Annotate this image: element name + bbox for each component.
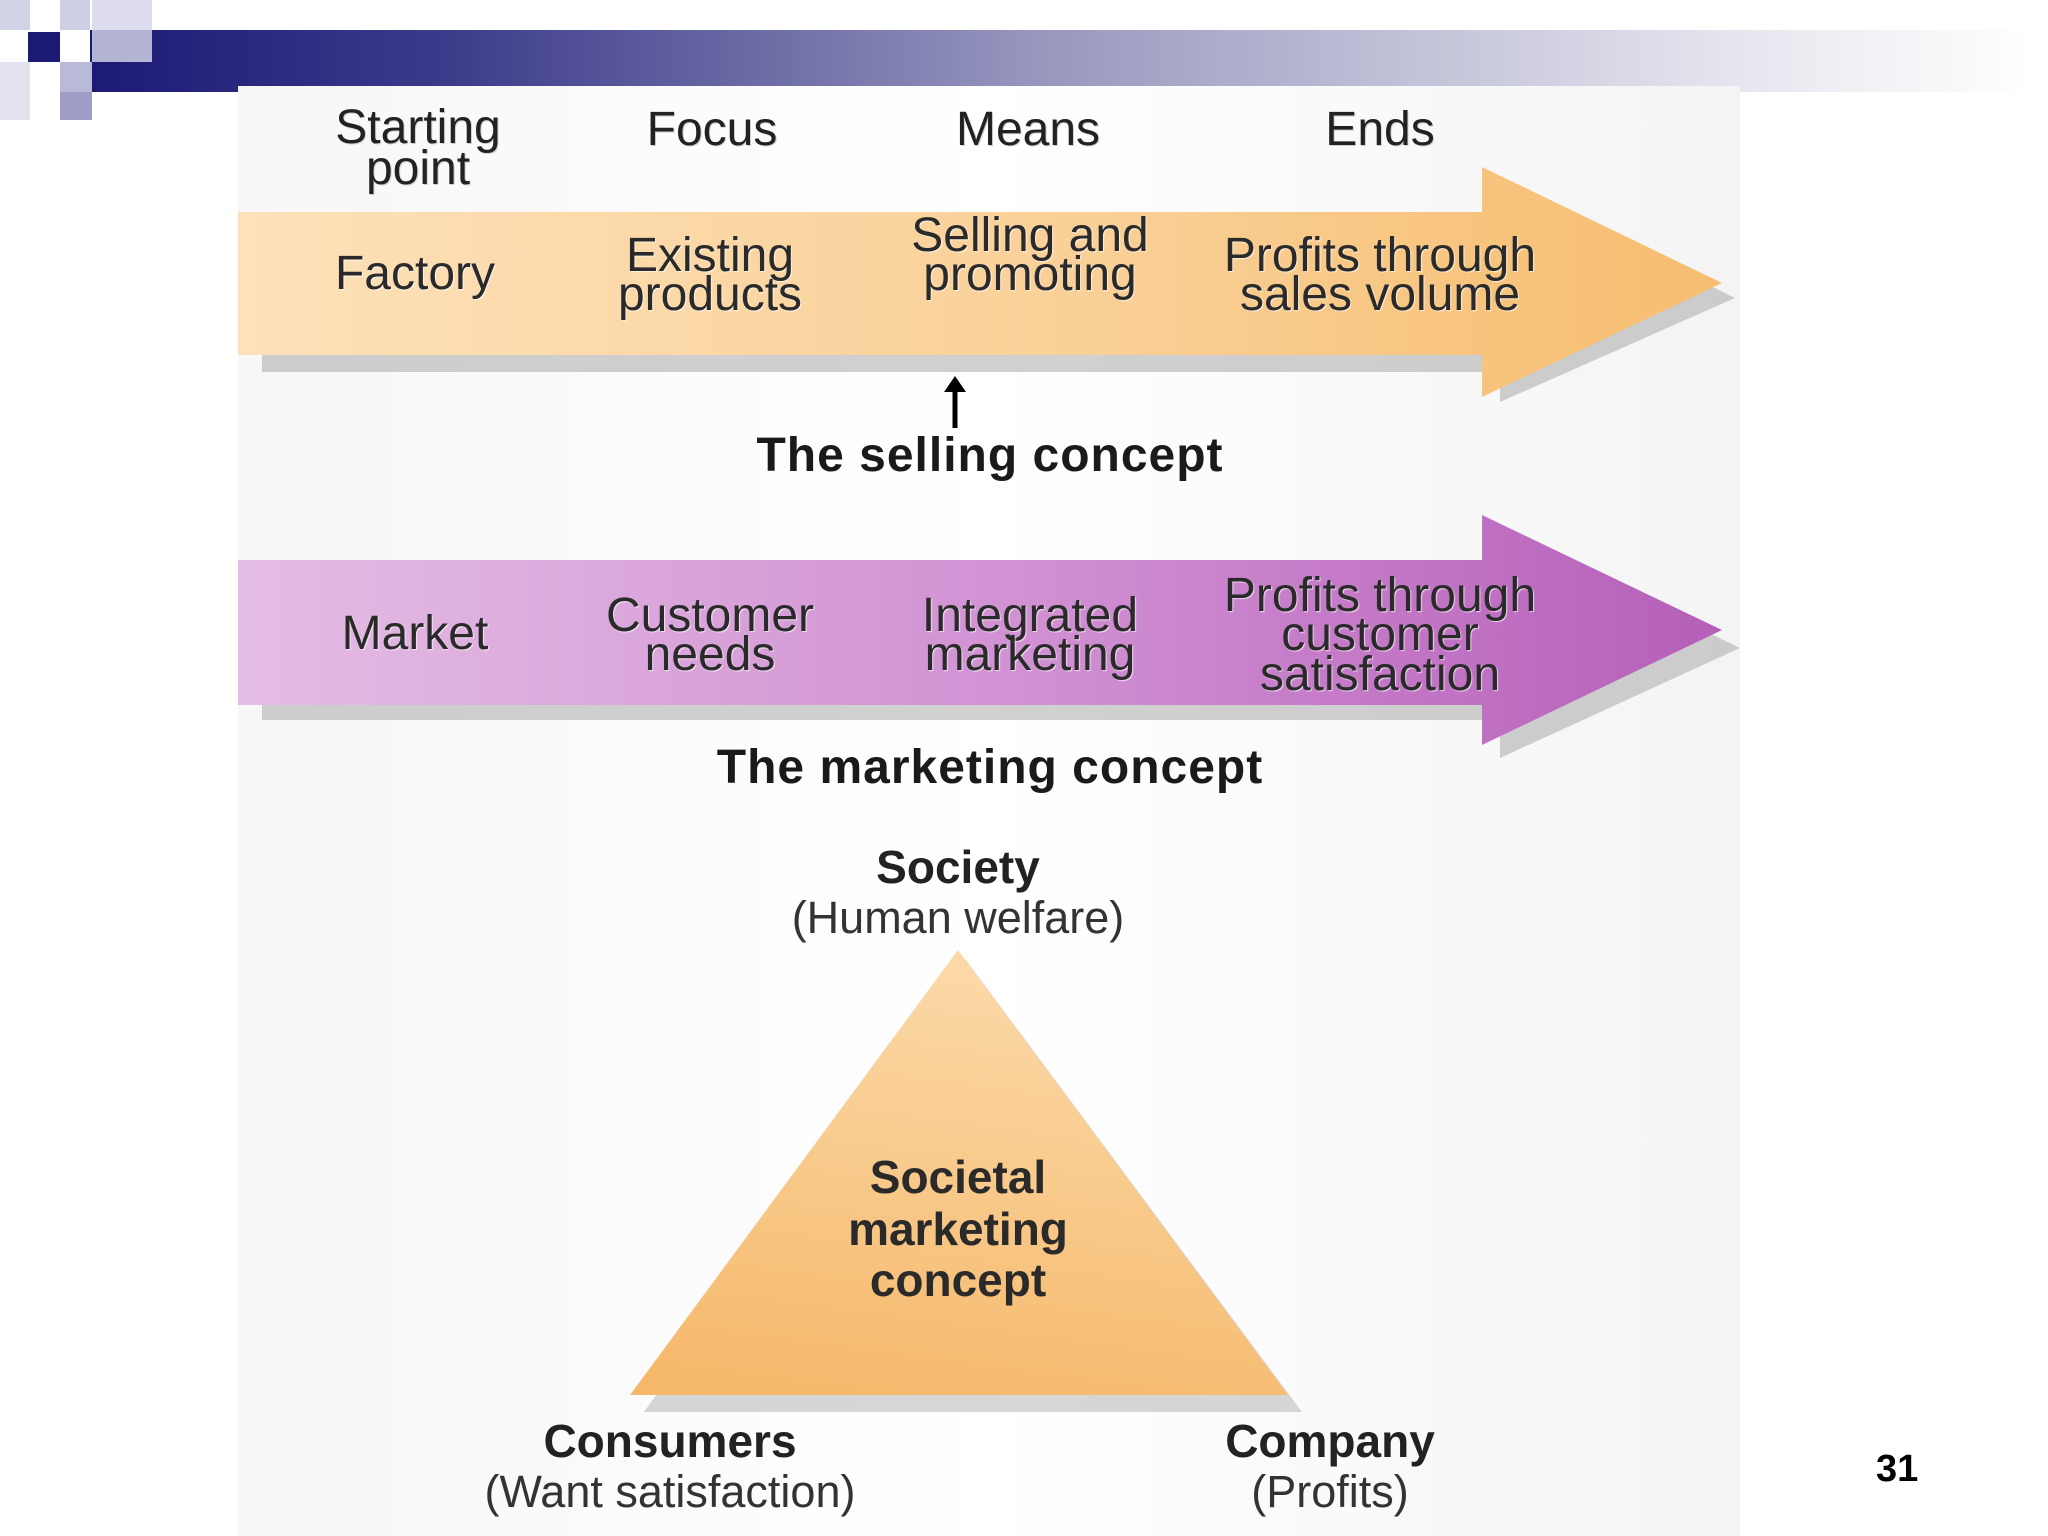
page-number: 31	[1876, 1448, 1919, 1490]
marketing-concept-arrow	[238, 515, 1722, 745]
societal-triangle	[630, 950, 1288, 1395]
selling-means: Selling and promoting	[911, 209, 1149, 302]
selling-concept-caption: The selling concept	[756, 429, 1224, 482]
triangle-top-label: Society (Human welfare)	[738, 842, 1178, 942]
marketing-focus: Customer needs	[605, 589, 815, 682]
column-header-ends: Ends	[1325, 103, 1435, 156]
up-arrow-head	[944, 376, 966, 392]
selling-concept-arrow	[238, 167, 1722, 397]
column-header-starting-point: Starting point	[335, 101, 501, 195]
societal-center-label: Societal marketing concept	[848, 1151, 1068, 1307]
column-header-focus: Focus	[646, 103, 778, 156]
triangle-left-label: Consumers (Want satisfaction)	[420, 1416, 920, 1516]
triangle-right-label: Company (Profits)	[1130, 1416, 1530, 1516]
selling-ends: Profits through sales volume	[1223, 229, 1537, 322]
consumers-title: Consumers	[543, 1415, 797, 1467]
marketing-ends: Profits through customer satisfaction	[1223, 569, 1537, 701]
consumers-subtitle: (Want satisfaction)	[484, 1465, 856, 1517]
header-gradient-bar	[90, 30, 2030, 92]
company-subtitle: (Profits)	[1251, 1465, 1409, 1517]
marketing-concept-caption: The marketing concept	[716, 741, 1264, 794]
selling-focus: Existing products	[617, 229, 803, 322]
society-title: Society	[876, 841, 1040, 893]
selling-starting-point: Factory	[334, 247, 496, 300]
marketing-starting-point: Market	[341, 607, 489, 660]
society-subtitle: (Human welfare)	[791, 891, 1125, 943]
marketing-means: Integrated marketing	[921, 589, 1139, 682]
company-title: Company	[1225, 1415, 1435, 1467]
header-squares-logo	[0, 0, 160, 125]
column-header-means: Means	[955, 103, 1101, 156]
